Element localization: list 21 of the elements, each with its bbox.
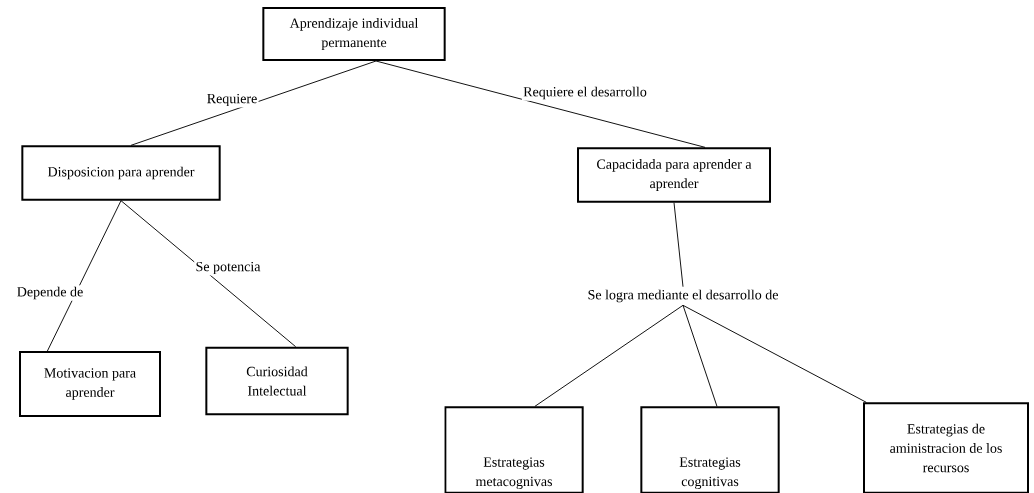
connector-line xyxy=(673,202,684,288)
edge-label: Requiere el desarrollo xyxy=(521,85,649,101)
connector-line xyxy=(682,304,867,403)
connector-line xyxy=(534,304,684,407)
concept-box: Estrategias cognitivas xyxy=(640,406,780,493)
connector-line xyxy=(130,60,377,146)
concept-box: Aprendizaje individual permanente xyxy=(262,7,446,61)
connector-line xyxy=(682,304,718,407)
connector-line xyxy=(120,200,297,348)
concept-box: Disposicion para aprender xyxy=(21,145,221,201)
concept-box: Curiosidad Intelectual xyxy=(205,346,349,416)
edge-label: Se potencia xyxy=(194,260,262,276)
concept-box: Estrategias de aministracion de los recursos xyxy=(863,402,1029,493)
concept-box: Capacidada para aprender a aprender xyxy=(577,147,771,203)
concept-box: Estrategias metacognivas xyxy=(444,406,584,493)
connector-line xyxy=(46,200,122,352)
connector-line xyxy=(375,60,706,148)
concept-box: Motivacion para aprender xyxy=(19,351,161,417)
edge-label: Depende de xyxy=(15,285,85,301)
connector-text: Se logra mediante el desarrollo de xyxy=(588,289,778,303)
edge-label: Requiere xyxy=(205,92,259,108)
